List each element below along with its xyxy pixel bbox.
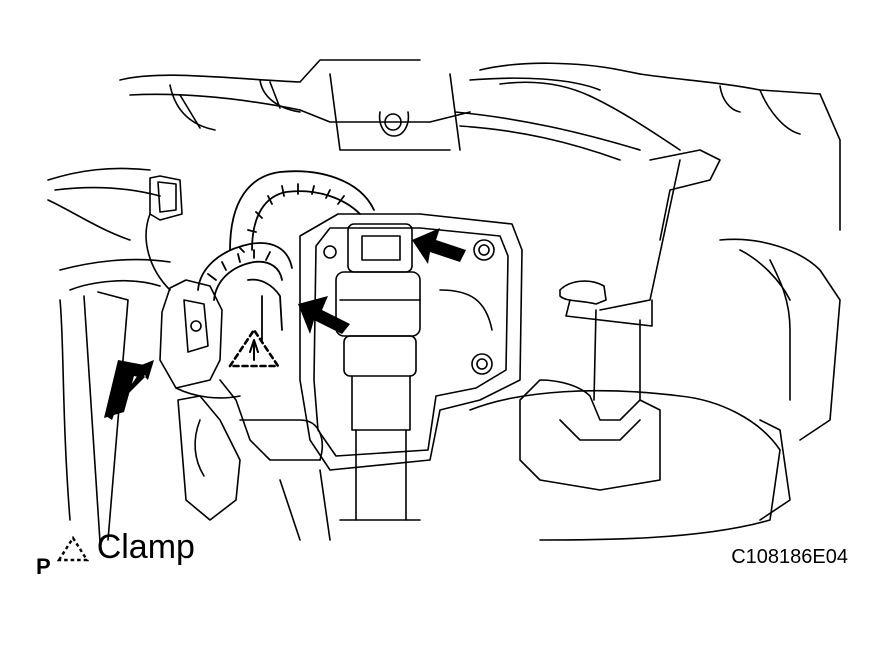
legend-label: Clamp <box>96 528 195 566</box>
callout-arrows <box>104 228 466 420</box>
wire-harness <box>197 170 375 341</box>
arrow-center <box>298 296 350 334</box>
left-side-structure <box>47 167 183 543</box>
lower-linkage <box>177 379 331 541</box>
lower-column-structure <box>469 149 841 541</box>
legend-prefix: P <box>36 554 51 579</box>
switch-body <box>335 223 421 521</box>
clamp-marker <box>228 328 280 368</box>
arrow-lower-left-shape <box>106 360 154 420</box>
figure-id: C108186E04 <box>731 546 848 568</box>
left-connector <box>159 279 241 399</box>
arrow-upper-right <box>412 228 466 264</box>
bracket-plate <box>299 213 523 471</box>
upper-body-structure <box>119 59 841 231</box>
legend: P Clamp <box>36 528 195 578</box>
dashed-triangle-clamp-icon <box>56 535 89 562</box>
